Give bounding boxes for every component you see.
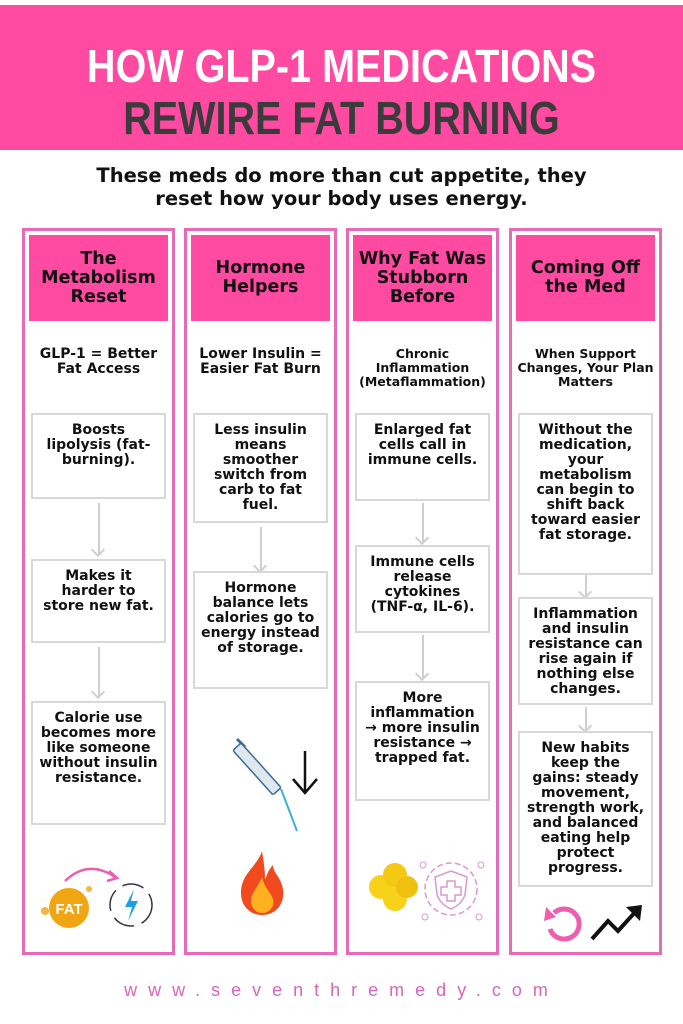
column-heading: Hormone Helpers xyxy=(191,235,330,321)
fat-to-energy-icon: FAT xyxy=(41,867,153,928)
column-hormone-helpers: Hormone Helpers Lower Insulin = Easier F… xyxy=(184,228,337,955)
step-box: New habits keep the gains: steady moveme… xyxy=(518,731,653,887)
title-banner: HOW GLP-1 MEDICATIONS REWIRE FAT BURNING xyxy=(0,5,683,150)
step-box: Calorie use becomes more like someone wi… xyxy=(31,701,166,825)
title-line-1: HOW GLP-1 MEDICATIONS xyxy=(86,40,597,92)
column-coming-off-med: Coming Off the Med When Support Changes,… xyxy=(509,228,662,955)
column-metabolism-reset: The Metabolism Reset GLP-1 = Better Fat … xyxy=(22,228,175,955)
down-arrow xyxy=(584,707,587,731)
title-line-2: REWIRE FAT BURNING xyxy=(123,92,560,144)
down-arrow xyxy=(97,647,100,697)
down-arrow xyxy=(421,503,424,543)
subtitle-line-1: These meds do more than cut appetite, th… xyxy=(96,164,587,187)
column-heading: Coming Off the Med xyxy=(516,235,655,321)
flame-icon xyxy=(241,851,284,915)
column-heading: Why Fat Was Stubborn Before xyxy=(353,235,492,321)
column-subheading: Chronic Inflammation (Metaflammation) xyxy=(359,346,486,389)
step-box: More inflammation → more insulin resista… xyxy=(355,681,490,801)
step-box: Less insulin means smoother switch from … xyxy=(193,413,328,523)
column-why-fat-stubborn: Why Fat Was Stubborn Before Chronic Infl… xyxy=(346,228,499,955)
step-box: Boosts lipolysis (fat-burning). xyxy=(31,413,166,499)
step-box: Enlarged fat cells call in immune cells. xyxy=(355,413,490,501)
step-box: Inflammation and insulin resistance can … xyxy=(518,597,653,705)
fat-label: FAT xyxy=(55,901,82,918)
column-subheading: Lower Insulin = Easier Fat Burn xyxy=(199,346,322,377)
down-arrow xyxy=(97,503,100,555)
down-arrow xyxy=(584,575,587,597)
step-box: Makes it harder to store new fat. xyxy=(31,559,166,643)
down-arrow xyxy=(259,527,262,571)
step-box: Without the medication, your metabolism … xyxy=(518,413,653,575)
column-heading: The Metabolism Reset xyxy=(29,235,168,321)
down-arrow xyxy=(421,635,424,679)
subtitle-line-2: reset how your body uses energy. xyxy=(155,187,528,210)
reset-growth-icon xyxy=(544,905,642,942)
step-box: Immune cells release cytokines (TNF-α, I… xyxy=(355,545,490,633)
subtitle: These meds do more than cut appetite, th… xyxy=(0,164,683,210)
syringe-icon xyxy=(232,737,318,832)
column-subheading: When Support Changes, Your Plan Matters xyxy=(517,346,654,389)
column-subheading: GLP-1 = Better Fat Access xyxy=(39,346,158,377)
step-box: Hormone balance lets calories go to ener… xyxy=(193,571,328,689)
footer-url: www.seventhremedy.com xyxy=(124,980,559,1000)
fat-cells-immune-icon xyxy=(369,861,485,921)
